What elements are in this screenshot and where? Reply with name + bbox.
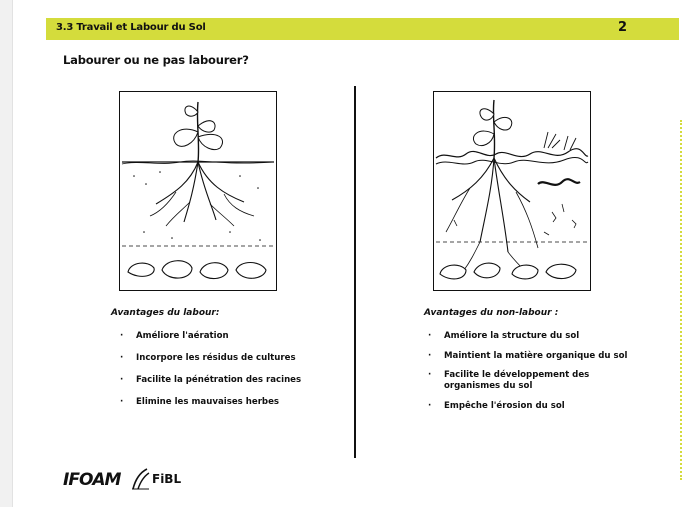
fibl-logo: FiBL xyxy=(152,472,181,486)
ifoam-logo: IFOAM xyxy=(63,470,120,490)
slide-subtitle: Labourer ou ne pas labourer? xyxy=(63,53,249,67)
column-divider xyxy=(354,86,356,458)
fibl-mark-icon xyxy=(129,467,151,491)
list-item: ·Facilite le développement des organisme… xyxy=(428,370,604,392)
list-item: ·Améliore la structure du sol xyxy=(428,331,638,342)
left-list-title: Avantages du labour: xyxy=(111,308,219,318)
list-item: ·Facilite la pénétration des racines xyxy=(120,375,345,386)
right-benefit-list: ·Améliore la structure du sol ·Maintient… xyxy=(428,331,638,412)
section-title: 3.3 Travail et Labour du Sol xyxy=(56,22,206,33)
page-edge xyxy=(0,0,13,507)
list-item: ·Empêche l'érosion du sol xyxy=(428,401,638,412)
plowed-soil-illustration xyxy=(119,91,277,291)
no-till-soil-illustration xyxy=(433,91,591,291)
page-number: 2 xyxy=(618,20,627,35)
list-item: ·Améliore l'aération xyxy=(120,331,345,342)
list-item: ·Incorpore les résidus de cultures xyxy=(120,353,345,364)
header-bar: 3.3 Travail et Labour du Sol 2 xyxy=(46,18,679,40)
right-list-title: Avantages du non-labour : xyxy=(424,308,558,318)
list-item: ·Elimine les mauvaises herbes xyxy=(120,397,345,408)
left-benefit-list: ·Améliore l'aération ·Incorpore les rési… xyxy=(120,331,345,408)
list-item: ·Maintient la matière organique du sol xyxy=(428,351,638,362)
dotted-edge xyxy=(680,120,682,480)
